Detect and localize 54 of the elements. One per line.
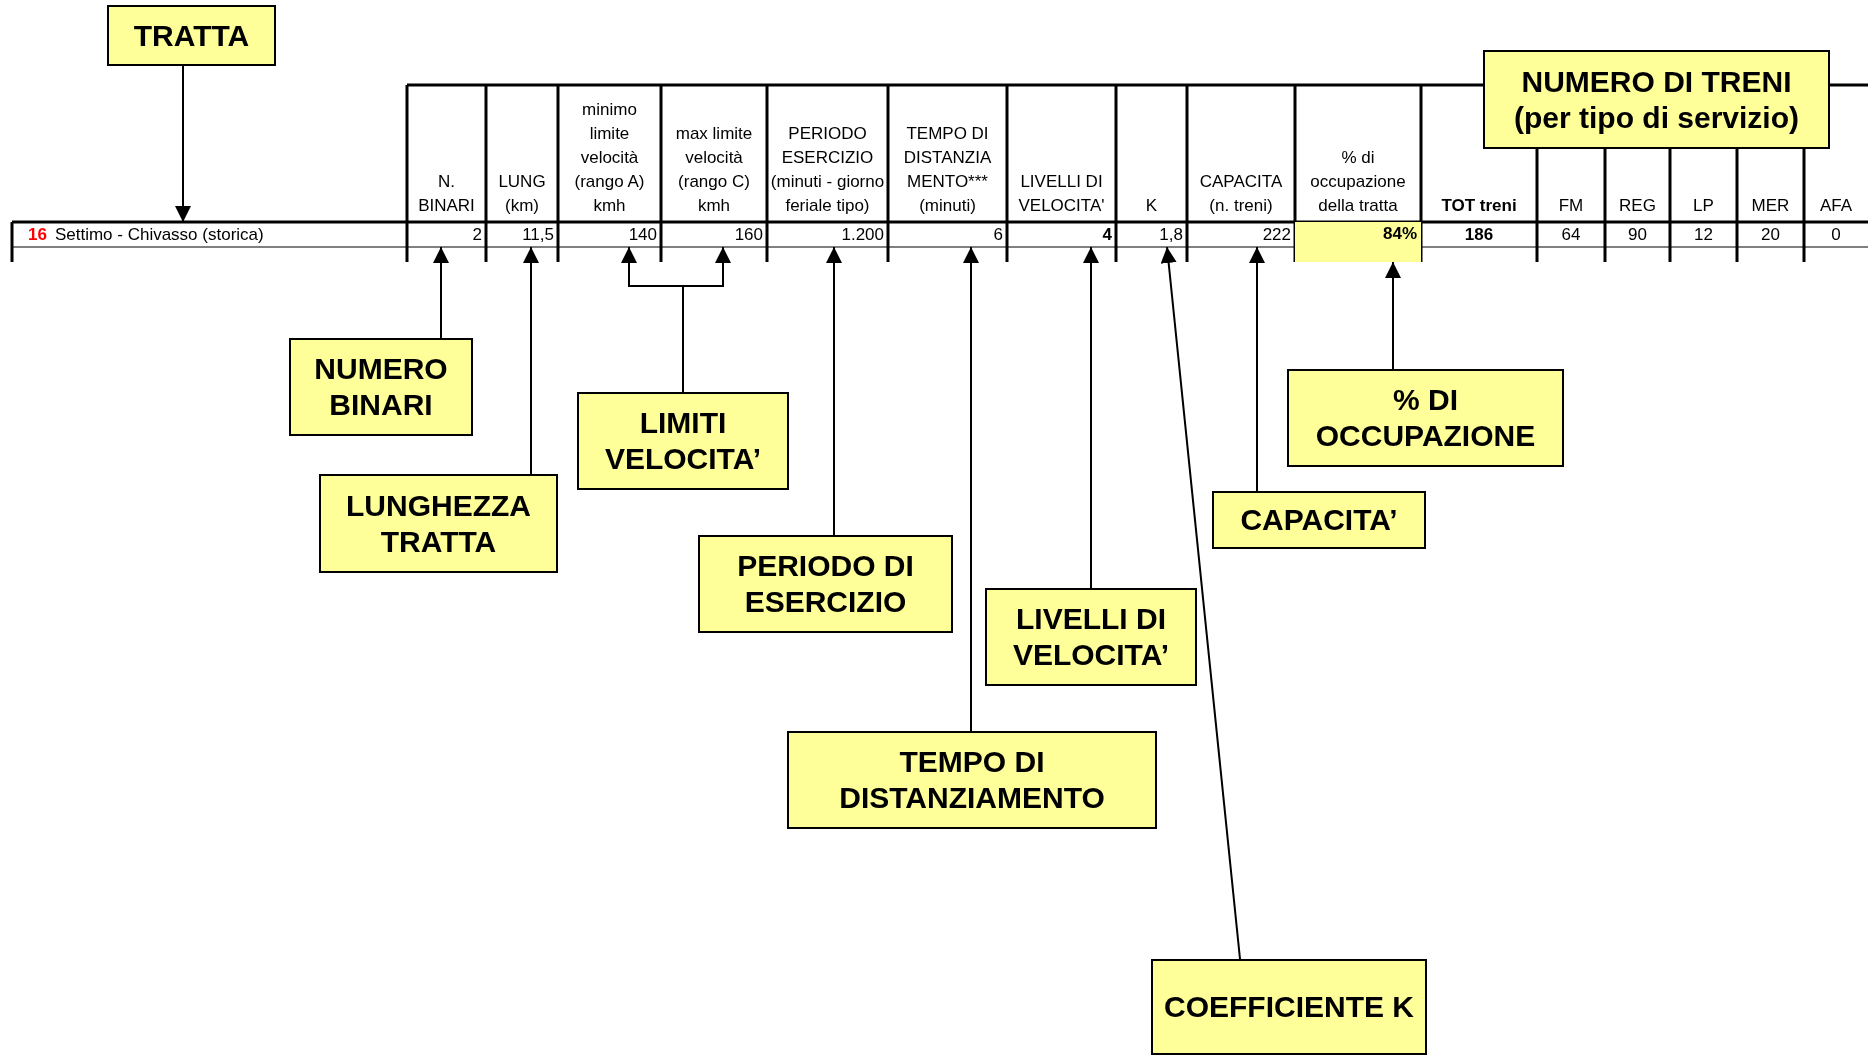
highlighted-value: 84%	[1295, 222, 1421, 262]
leader-line	[682, 246, 731, 393]
leader-line	[1160, 246, 1241, 960]
leader-line	[963, 246, 979, 732]
row-number: 16	[28, 224, 47, 245]
column-header: FM	[1557, 195, 1585, 217]
leader-line	[523, 246, 539, 475]
data-value: 140	[558, 222, 661, 247]
callout-box: % DI OCCUPAZIONE	[1287, 369, 1564, 467]
data-value: 4	[1007, 222, 1116, 247]
column-header: LP	[1692, 195, 1715, 217]
data-value: 90	[1627, 223, 1648, 246]
column-header: % di occupazione della tratta	[1309, 147, 1407, 217]
data-value: 20	[1760, 223, 1781, 246]
callout-box: LUNGHEZZA TRATTA	[319, 474, 558, 573]
column-header: max limite velocità (rango C) kmh	[674, 123, 754, 217]
data-value: 12	[1693, 223, 1714, 246]
callout-box: TEMPO DI DISTANZIAMENTO	[787, 731, 1157, 829]
route-name: Settimo - Chivasso (storica)	[54, 224, 264, 245]
leader-line	[175, 65, 191, 223]
callout-box: COEFFICIENTE K	[1151, 959, 1427, 1055]
callout-box: CAPACITA’	[1212, 491, 1426, 549]
data-value: 222	[1187, 222, 1295, 247]
data-value: 1,8	[1116, 222, 1187, 247]
leader-line	[433, 246, 449, 339]
data-value: 11,5	[486, 222, 558, 247]
column-header: LIVELLI DI VELOCITA'	[1017, 171, 1106, 217]
callout-box: NUMERO DI TRENI (per tipo di servizio)	[1483, 50, 1830, 149]
callout-box: LIMITI VELOCITA’	[577, 392, 789, 490]
column-header: N. BINARI	[417, 171, 476, 217]
column-header: AFA	[1818, 195, 1854, 217]
leader-line	[826, 246, 842, 536]
column-header: MER	[1750, 195, 1791, 217]
column-header: TEMPO DI DISTANZIA MENTO*** (minuti)	[902, 123, 993, 217]
data-value: 2	[407, 222, 486, 247]
callout-box: TRATTA	[107, 5, 276, 66]
callout-box: NUMERO BINARI	[289, 338, 473, 436]
column-header: K	[1144, 195, 1159, 217]
leader-line	[1249, 246, 1265, 492]
leader-line	[1083, 246, 1099, 589]
data-value: 160	[661, 222, 767, 247]
data-value: 64	[1560, 223, 1582, 246]
column-header: minimo limite velocità (rango A) kmh	[573, 99, 646, 217]
data-value: 1.200	[767, 222, 888, 247]
callout-box: LIVELLI DI VELOCITA’	[985, 588, 1197, 686]
callout-box: PERIODO DI ESERCIZIO	[698, 535, 953, 633]
data-value: 6	[888, 222, 1007, 247]
column-header: LUNG (km)	[497, 171, 547, 217]
column-header: CAPACITA (n. treni)	[1198, 171, 1284, 217]
data-value: 0	[1830, 223, 1842, 246]
column-header: REG	[1618, 195, 1657, 217]
column-header: PERIODO ESERCIZIO (minuti - giorno feriale tipo)	[769, 123, 886, 217]
leader-line	[1385, 261, 1401, 370]
data-value: 186	[1463, 223, 1495, 246]
